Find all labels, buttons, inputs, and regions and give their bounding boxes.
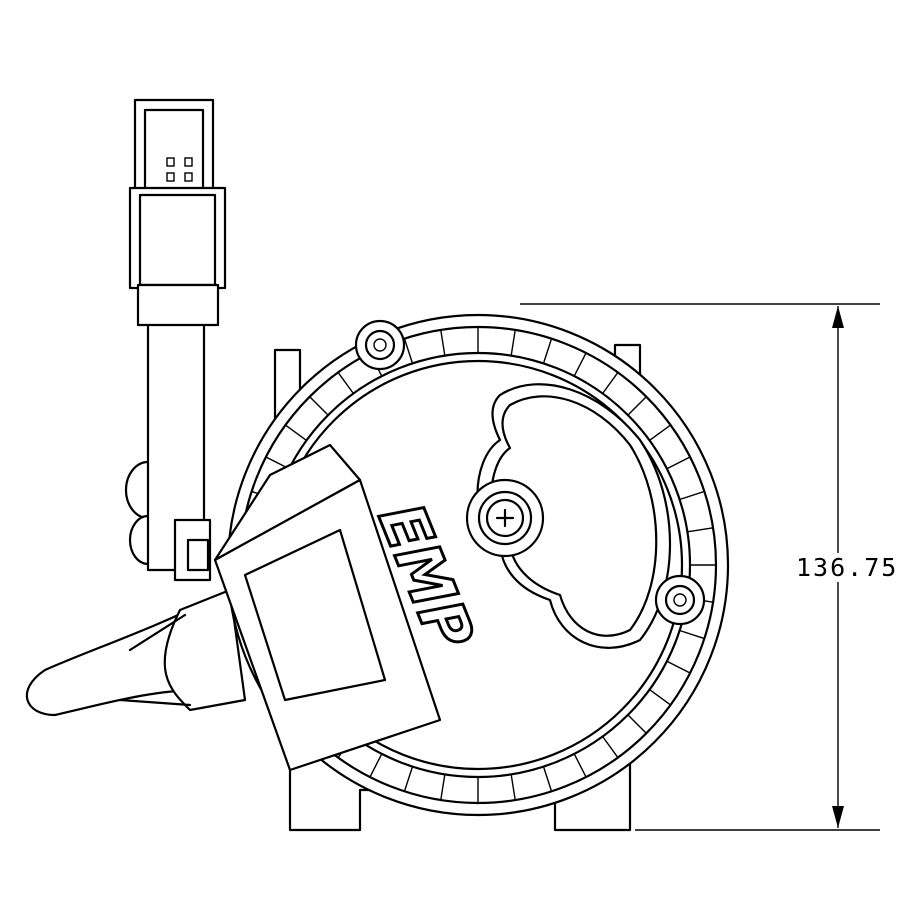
housing-rib [679,490,705,501]
housing-rib [309,396,329,416]
phillips-screw-icon [495,508,515,528]
housing-rib [649,424,671,441]
housing-rib [573,753,587,778]
housing-rib [666,456,691,470]
electronics-module [213,443,442,772]
arrow-down-icon [832,806,844,828]
housing-rib [369,753,383,778]
housing-rib [666,660,691,674]
housing-rib [627,396,647,416]
housing-rib [440,774,446,801]
housing-rib [403,338,414,364]
housing-rib [510,329,516,356]
housing-rib [403,766,414,792]
housing-rib [337,372,354,394]
dimension-label: 136.75 [794,553,900,582]
housing-rib [687,527,714,533]
cable [25,460,247,717]
housing-rib [627,714,647,734]
connector-harness [128,98,227,582]
housing-rib [573,352,587,377]
housing-rib [440,329,446,356]
housing-rib [285,424,307,441]
housing-rib [679,629,705,640]
housing-rib [602,736,619,758]
cover-lobe [476,383,672,649]
housing-rib [510,774,516,801]
housing-rib [649,689,671,706]
arrow-up-icon [832,306,844,328]
housing-rib [542,766,553,792]
housing-rib [602,372,619,394]
housing-rib [542,338,553,364]
